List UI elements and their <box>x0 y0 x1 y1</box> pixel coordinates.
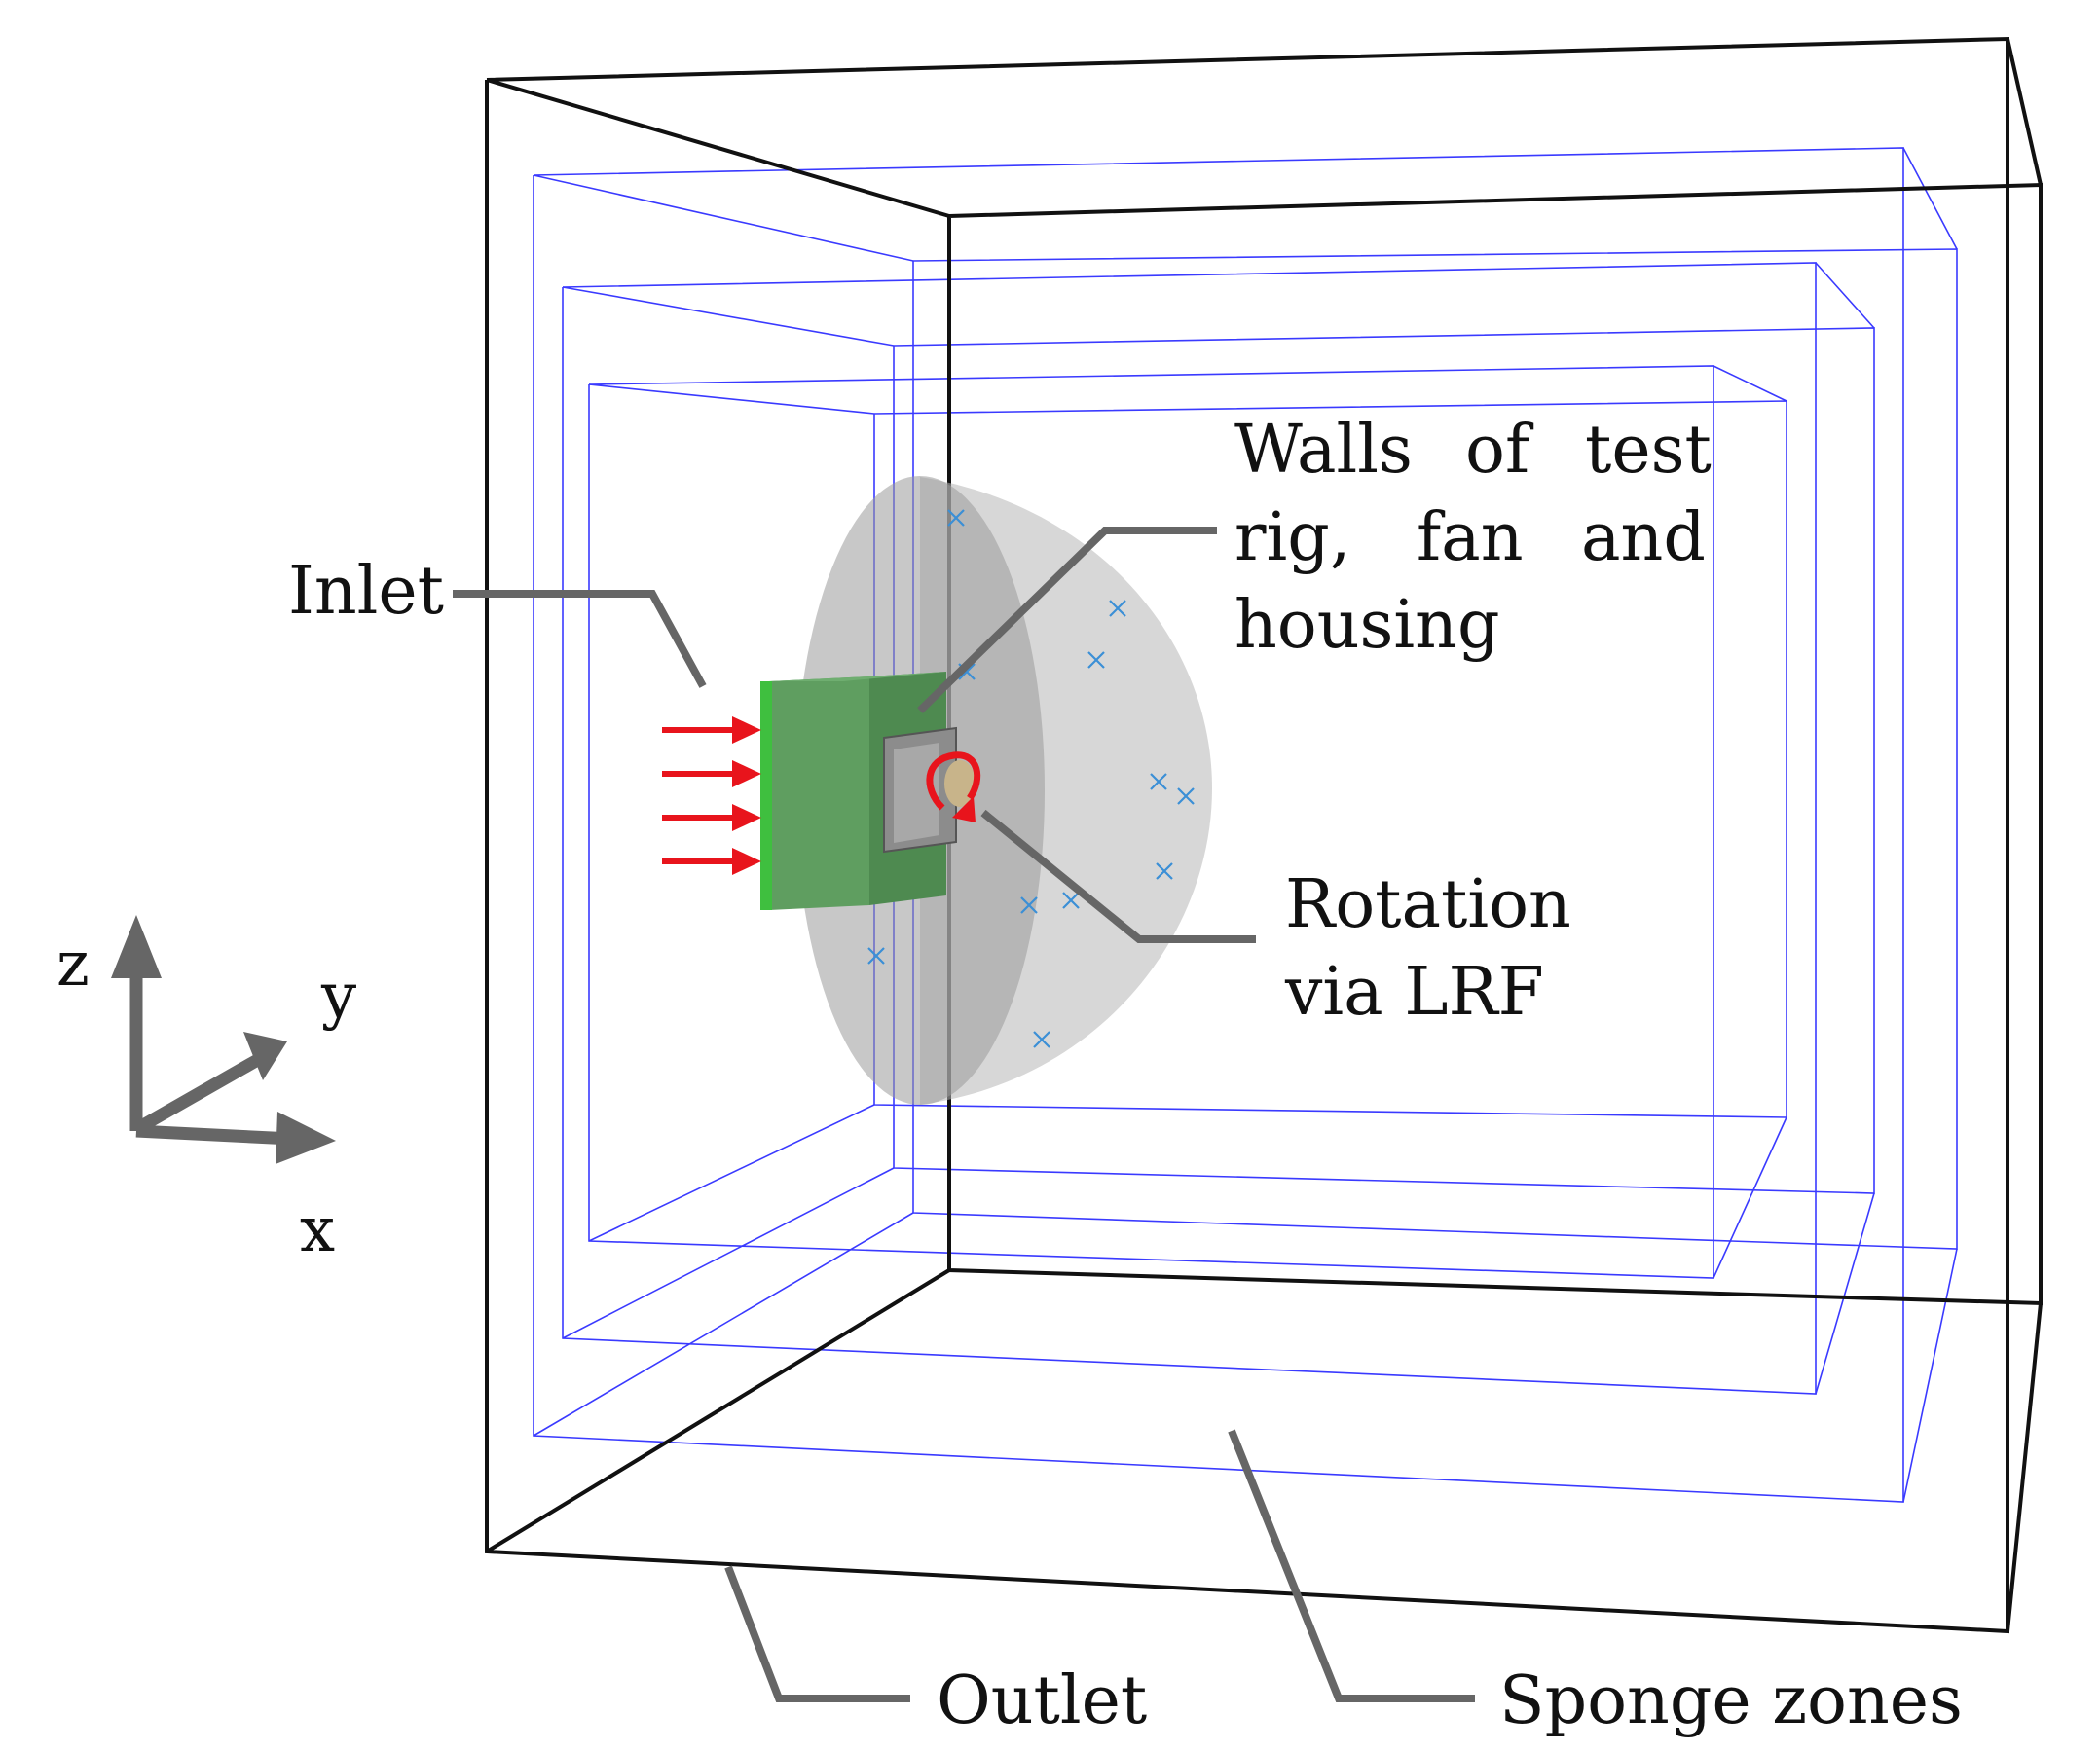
leader-inlet <box>453 590 707 688</box>
inlet-flow-arrows <box>662 716 761 875</box>
coordinate-axes <box>111 915 336 1164</box>
sponge-zone-outer <box>533 147 1958 1503</box>
walls-label-word: and <box>1581 499 1706 576</box>
walls-label: Walls of test rig, fan and housing <box>1234 412 1712 664</box>
y-axis-arrowhead <box>243 1032 287 1080</box>
probe-marker <box>1150 773 1167 790</box>
probe-marker <box>867 947 885 965</box>
probe-marker <box>1109 600 1126 617</box>
x-axis-arrowhead <box>276 1112 336 1164</box>
leader-lines <box>453 527 1475 1702</box>
walls-label-word: of <box>1465 412 1534 489</box>
axis-x-label: x <box>300 1194 335 1266</box>
probe-marker <box>1062 892 1080 909</box>
probe-marker <box>1020 896 1038 914</box>
leader-walls <box>917 527 1217 713</box>
rotation-arrow <box>926 751 981 822</box>
walls-label-word: Walls <box>1234 412 1413 489</box>
sponge-zones <box>533 147 1958 1503</box>
probe-marker <box>1156 862 1173 880</box>
walls-label-word: test <box>1585 412 1712 489</box>
inlet-arrow <box>662 804 761 831</box>
axis-y-label: y <box>320 961 356 1033</box>
walls-label-word: fan <box>1417 499 1524 576</box>
domain-box <box>485 36 2043 1634</box>
inlet-arrow <box>662 716 761 744</box>
axis-z-label: z <box>56 929 90 1001</box>
sponge-zones-label: Sponge zones <box>1499 1662 1963 1739</box>
probe-marker <box>1087 651 1105 669</box>
rotation-label-line: via LRF <box>1284 954 1544 1031</box>
test-rig-housing <box>760 672 976 910</box>
walls-label-word: housing <box>1234 587 1500 664</box>
inlet-arrow <box>662 848 761 875</box>
probe-marker <box>1033 1031 1050 1048</box>
rotation-label: Rotation via LRF <box>1284 866 1571 1031</box>
inlet-label: Inlet <box>288 553 444 630</box>
probe-marker <box>1177 787 1195 805</box>
probe-markers <box>867 509 1195 1048</box>
walls-label-word: rig, <box>1234 499 1350 576</box>
inlet-arrow <box>662 760 761 787</box>
outlet-label: Outlet <box>937 1662 1147 1739</box>
inlet-face <box>760 681 772 910</box>
probe-marker <box>947 509 965 527</box>
leader-sponge <box>1228 1429 1475 1702</box>
z-axis-arrowhead <box>111 915 162 978</box>
rotation-label-line: Rotation <box>1285 866 1571 943</box>
leader-rotation <box>980 809 1256 943</box>
leader-outlet <box>724 1565 910 1702</box>
